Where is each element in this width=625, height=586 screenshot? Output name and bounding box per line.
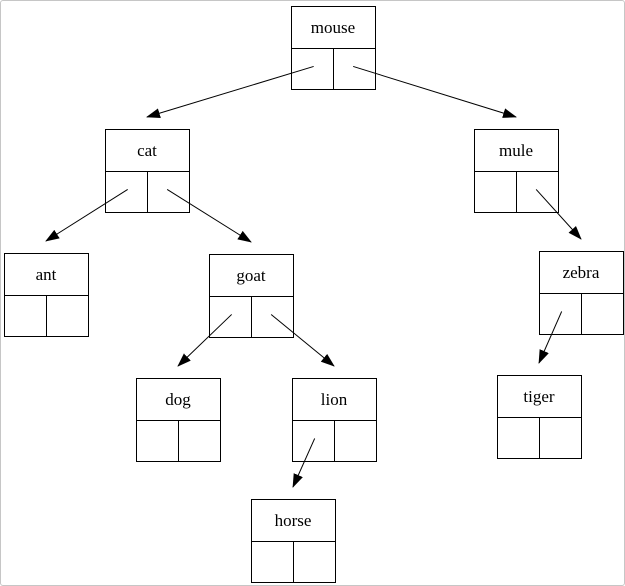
tree-node-tiger: tiger [497,375,582,459]
node-label: mule [499,141,533,160]
tree-node-lion: lion [292,378,377,462]
edge-goat-right-to-lion [270,314,335,367]
node-label: goat [236,266,266,285]
tree-node-dog: dog [136,378,221,462]
node-label: mouse [311,18,355,37]
edge-mouse-left-to-cat [146,65,314,119]
edge-mule-right-to-zebra [535,189,582,240]
tree-node-horse: horse [251,499,336,583]
tree-node-ant: ant [4,253,89,337]
node-label: zebra [563,263,600,282]
node-label: cat [137,141,157,160]
node-label: lion [321,390,348,409]
edge-goat-left-to-dog [177,314,233,367]
edge-cat-right-to-goat [166,189,252,243]
edge-lion-left-to-horse [292,438,316,488]
tree-node-zebra: zebra [539,251,624,335]
tree-node-mouse: mouse [291,6,376,90]
node-label: ant [36,265,57,284]
node-label: dog [165,390,191,409]
edge-cat-left-to-ant [45,189,128,242]
node-label: horse [275,511,312,530]
tree-node-cat: cat [105,129,190,213]
edge-mouse-right-to-mule [353,65,517,118]
node-label: tiger [523,387,554,406]
edge-zebra-left-to-tiger [538,311,563,364]
tree-node-goat: goat [209,254,294,338]
